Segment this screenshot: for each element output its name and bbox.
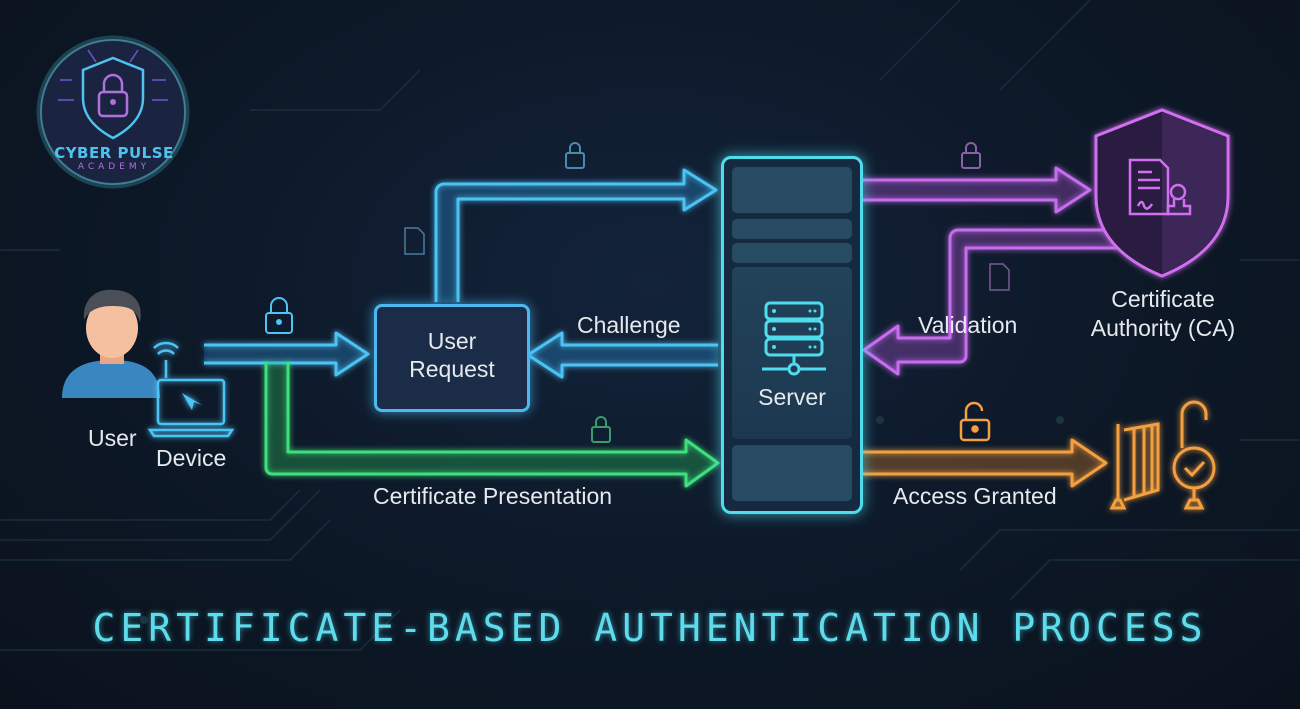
lock-icon [591,416,611,443]
server-rack-icon [762,301,826,376]
user-label: User [88,425,137,451]
lock-icon [265,297,293,334]
document-icon [989,263,1010,291]
document-icon [404,227,425,255]
server-slot [732,243,852,263]
validation-arrow [862,228,1120,376]
unlock-icon [959,401,991,442]
certificate-presentation-label: Certificate Presentation [373,483,613,509]
diagram-title: CERTIFICATE-BASED AUTHENTICATION PROCESS [92,606,1208,650]
laptop-wifi-icon [147,341,235,438]
request-to-server-arrow [434,168,718,302]
logo-subtitle: ACADEMY [77,162,151,172]
shield-certificate-stamp-icon [1094,108,1230,278]
lock-icon [565,142,585,169]
validation-label: Validation [918,312,1018,338]
challenge-label: Challenge [577,312,681,338]
ca-label-2: Authority (CA) [1090,315,1236,341]
server-slot [732,267,852,439]
server-slot [732,445,852,501]
user-request-label-2: Request [409,356,495,382]
server-slot [732,219,852,239]
shield-lock-icon [58,49,168,140]
server-label: Server [758,384,826,410]
server-slot [732,167,852,213]
access-granted-label: Access Granted [893,483,1057,509]
certificate-presentation-arrow [264,362,720,488]
device-label: Device [156,445,227,471]
user-request-node: User Request [374,304,530,412]
lock-icon [961,142,981,169]
access-granted-arrow [860,438,1108,488]
server-node: Server [721,156,863,514]
user-request-label-1: User [427,328,477,354]
server-to-ca-arrow [860,166,1092,214]
device-to-request-arrow [204,331,370,377]
user-avatar-icon [62,289,160,398]
logo-title: CYBER PULSE [54,144,174,162]
ca-label-1: Certificate [1111,286,1215,312]
gate-and-unlock-check-icon [1109,400,1216,510]
